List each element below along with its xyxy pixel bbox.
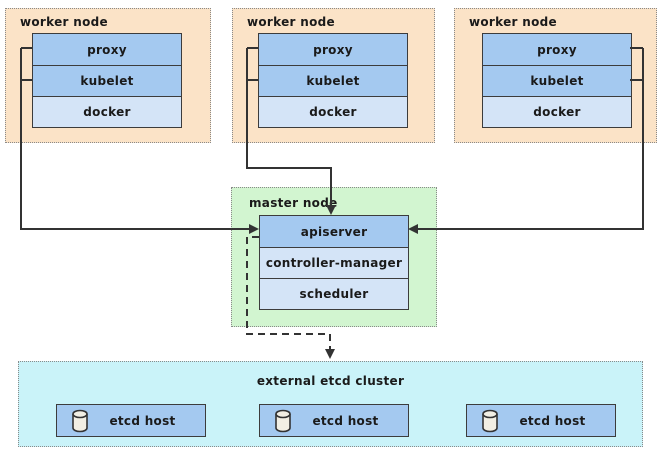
- etcd-host-box-3: etcd host: [466, 404, 616, 437]
- etcd-host-box-2: etcd host: [259, 404, 409, 437]
- component-proxy: proxy: [33, 34, 181, 65]
- component-apiserver: apiserver: [260, 216, 408, 247]
- worker-1-components-stack: proxy kubelet docker: [32, 33, 182, 128]
- component-proxy: proxy: [259, 34, 407, 65]
- arrowhead-down-icon: [325, 349, 335, 359]
- component-proxy: proxy: [483, 34, 631, 65]
- worker-node-title: worker node: [247, 15, 335, 29]
- master-node-title: master node: [249, 196, 338, 210]
- component-kubelet: kubelet: [33, 65, 181, 96]
- component-kubelet: kubelet: [483, 65, 631, 96]
- etcd-cluster-title: external etcd cluster: [256, 374, 405, 388]
- database-icon: [480, 409, 500, 433]
- master-components-stack: apiserver controller-manager scheduler: [259, 215, 409, 310]
- component-kubelet: kubelet: [259, 65, 407, 96]
- etcd-host-box-1: etcd host: [56, 404, 206, 437]
- etcd-host-label: etcd host: [109, 413, 176, 428]
- worker-node-title: worker node: [20, 15, 108, 29]
- etcd-host-label: etcd host: [519, 413, 586, 428]
- component-docker: docker: [483, 96, 631, 127]
- database-icon: [273, 409, 293, 433]
- component-docker: docker: [33, 96, 181, 127]
- component-controller-manager: controller-manager: [260, 247, 408, 278]
- etcd-cluster-box: external etcd cluster etcd host etcd hos…: [18, 361, 643, 447]
- database-icon: [70, 409, 90, 433]
- worker-2-components-stack: proxy kubelet docker: [258, 33, 408, 128]
- component-scheduler: scheduler: [260, 278, 408, 309]
- etcd-host-label: etcd host: [312, 413, 379, 428]
- worker-3-components-stack: proxy kubelet docker: [482, 33, 632, 128]
- worker-node-title: worker node: [469, 15, 557, 29]
- component-docker: docker: [259, 96, 407, 127]
